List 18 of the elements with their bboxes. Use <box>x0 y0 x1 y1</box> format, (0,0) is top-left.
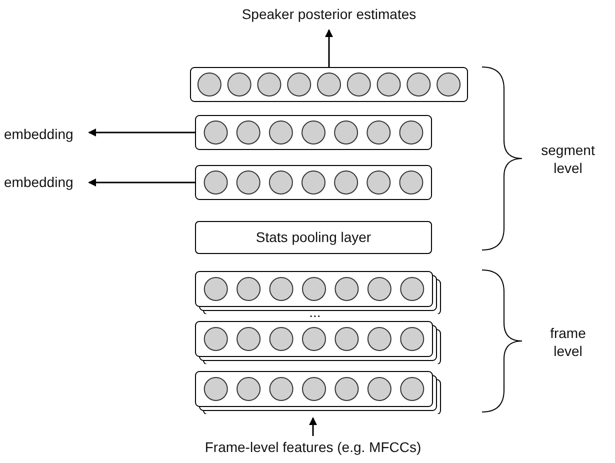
neuron-layer <box>195 321 441 364</box>
arrow <box>325 29 333 67</box>
output-label: Speaker posterior estimates <box>221 2 437 26</box>
neuron-layer <box>195 115 432 150</box>
embedding-label: embedding <box>4 172 114 192</box>
ellipsis: ... <box>308 303 322 321</box>
neuron-layer <box>195 165 432 200</box>
arrow <box>88 128 195 136</box>
embedding-label: embedding <box>4 124 114 144</box>
arrow <box>88 178 195 186</box>
layer-box: Stats pooling layer <box>195 221 432 254</box>
input-label: Frame-level features (e.g. MFCCs) <box>180 436 446 458</box>
neuron-layer <box>195 271 441 314</box>
neuron-layer <box>190 67 468 102</box>
neuron-layer <box>195 371 441 414</box>
arrow <box>309 417 317 436</box>
group-label: frame level <box>549 324 587 360</box>
group-label: segment level <box>540 141 596 177</box>
